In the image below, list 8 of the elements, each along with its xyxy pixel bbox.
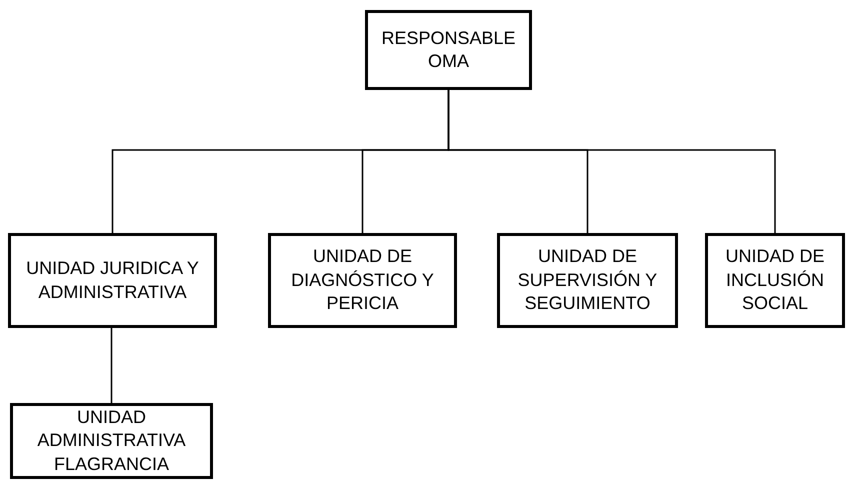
unit-box: UNIDAD JURIDICA Y ADMINISTRATIVA bbox=[8, 233, 217, 328]
unit-box: UNIDAD ADMINISTRATIVA FLAGRANCIA bbox=[10, 403, 213, 479]
unit-box: RESPONSABLE OMA bbox=[365, 10, 532, 90]
unit-box: UNIDAD DE DIAGNÓSTICO Y PERICIA bbox=[268, 233, 457, 328]
unit-box: UNIDAD DE INCLUSIÓN SOCIAL bbox=[705, 233, 845, 328]
connector-line bbox=[110, 328, 112, 403]
connector-line bbox=[448, 90, 776, 233]
unit-box: UNIDAD DE SUPERVISIÓN Y SEGUIMIENTO bbox=[497, 233, 678, 328]
